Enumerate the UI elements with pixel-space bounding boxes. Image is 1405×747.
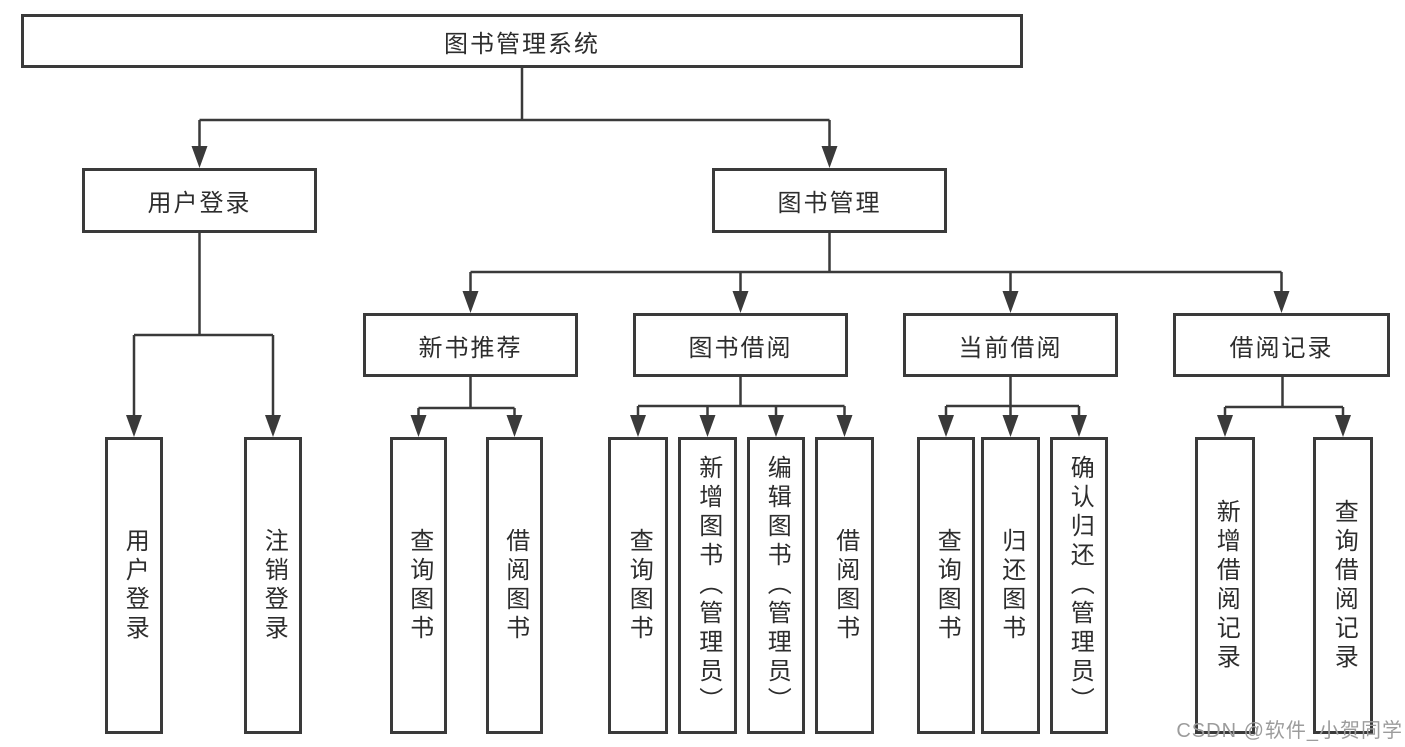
node-borrow-records: 借阅记录 [1173,313,1390,377]
node-label: 查询图书 [405,527,433,644]
leaf-logout: 注销登录 [244,437,302,734]
node-label: 图书管理系统 [444,30,600,58]
node-label: 查询借阅记录 [1330,498,1358,673]
node-label: 查询图书 [933,527,961,644]
leaf-return-books: 归还图书 [981,437,1040,734]
node-book-management: 图书管理 [712,168,947,233]
node-label: 借阅图书 [501,527,529,644]
node-label: 图书借阅 [688,334,793,362]
csdn-watermark: CSDN @软件_小贺同学 [1176,720,1403,742]
leaf-query-books-recommend: 查询图书 [390,437,447,734]
arrowheads [126,146,1351,437]
leaf-confirm-return-admin: 确认归还（管理员） [1050,437,1108,734]
node-label: 借阅记录 [1229,334,1334,362]
node-label: 新增借阅记录 [1212,498,1240,673]
node-root: 图书管理系统 [21,14,1023,68]
node-label: 查询图书 [625,527,653,644]
leaf-query-books-borrow: 查询图书 [608,437,668,734]
node-label: 用户登录 [147,190,252,217]
node-label: 注销登录 [260,527,288,644]
node-label: 新增图书（管理员） [694,455,722,716]
leaf-borrow-books: 借阅图书 [815,437,874,734]
node-label: 当前借阅 [958,334,1063,362]
node-label: 确认归还（管理员） [1066,455,1094,716]
leaf-borrow-books-recommend: 借阅图书 [486,437,543,734]
node-label: 归还图书 [997,527,1025,644]
node-new-book-recommend: 新书推荐 [363,313,578,377]
node-current-borrow: 当前借阅 [903,313,1118,377]
leaf-user-login: 用户登录 [105,437,163,734]
tree-edges [132,68,1345,419]
leaf-add-borrow-record: 新增借阅记录 [1195,437,1255,734]
node-label: 借阅图书 [831,527,859,644]
node-label: 新书推荐 [418,334,523,362]
node-label: 编辑图书（管理员） [763,455,791,716]
leaf-edit-book-admin: 编辑图书（管理员） [747,437,805,734]
leaf-add-book-admin: 新增图书（管理员） [678,437,737,734]
leaf-query-borrow-record: 查询借阅记录 [1313,437,1373,734]
node-user-login: 用户登录 [82,168,317,233]
node-label: 图书管理 [777,190,882,217]
node-book-borrow: 图书借阅 [633,313,848,377]
node-label: 用户登录 [121,527,149,644]
leaf-query-books-current: 查询图书 [917,437,975,734]
